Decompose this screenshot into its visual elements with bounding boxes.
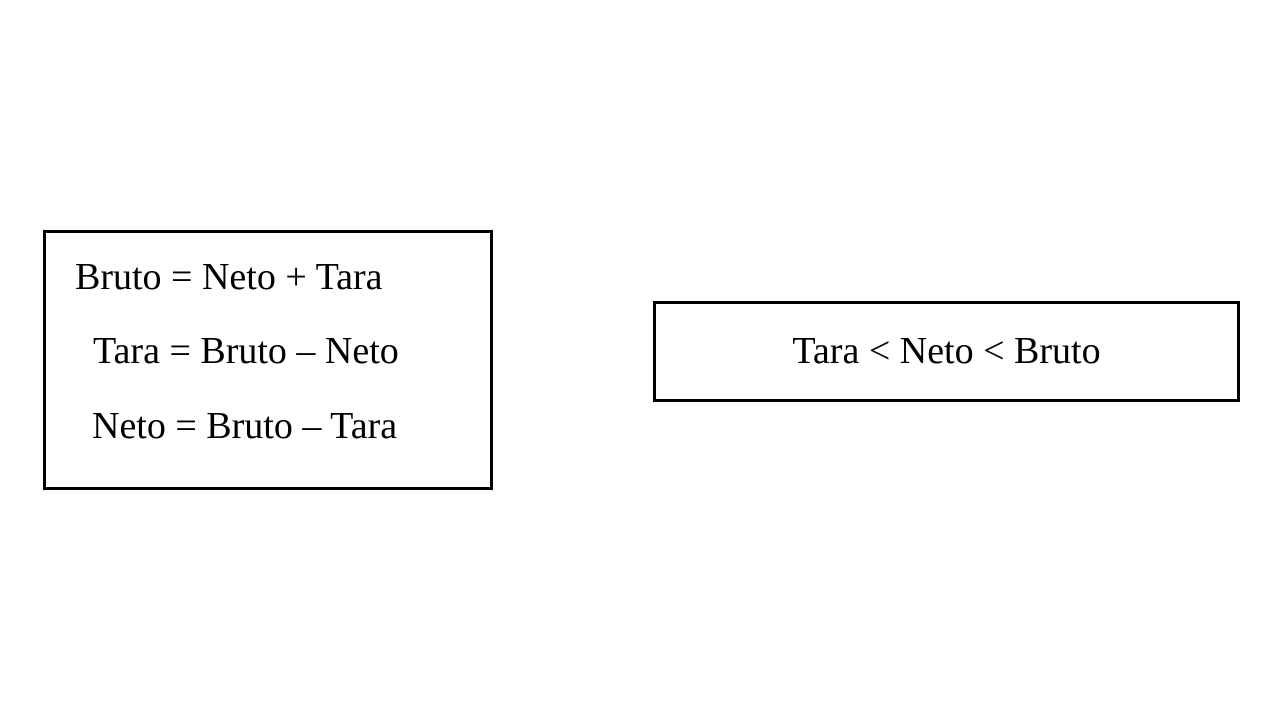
relation-box: Tara < Neto < Bruto	[653, 301, 1240, 402]
formula-bruto: Bruto = Neto + Tara	[75, 256, 383, 298]
formulas-box: Bruto = Neto + Tara Tara = Bruto – Neto …	[43, 230, 493, 490]
formula-neto: Neto = Bruto – Tara	[92, 405, 398, 447]
formula-tara: Tara = Bruto – Neto	[93, 330, 399, 372]
relation-inequality: Tara < Neto < Bruto	[792, 330, 1101, 372]
